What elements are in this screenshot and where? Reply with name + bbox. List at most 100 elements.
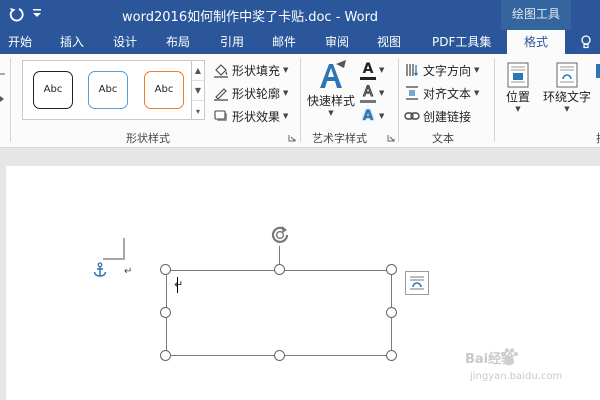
shape-styles-gallery: Abc Abc Abc (22, 60, 192, 120)
group-separator (398, 58, 399, 142)
text-effects-icon: A (362, 108, 374, 124)
resize-handle-bottom-left[interactable] (160, 350, 171, 361)
anchor-icon[interactable] (92, 262, 108, 278)
pen-outline-icon (214, 88, 228, 101)
dropdown-arrow-icon: ▼ (283, 66, 289, 74)
paint-bucket-icon (214, 64, 228, 78)
resize-handle-left[interactable] (160, 307, 171, 318)
tab-review[interactable]: 审阅 (325, 35, 350, 49)
shape-styles-group-label: 形状样式 (126, 132, 170, 145)
rotation-connector (279, 246, 280, 268)
dropdown-arrow-icon: ▼ (474, 89, 480, 97)
group-separator (300, 58, 301, 142)
dropdown-arrow-icon: ▼ (379, 112, 385, 120)
tab-format[interactable]: 格式 (507, 30, 565, 54)
shape-style-blue[interactable]: Abc (88, 71, 128, 109)
tab-mailings[interactable]: 邮件 (272, 35, 297, 49)
gallery-down-button[interactable]: ▼ (192, 81, 204, 101)
create-link-button[interactable]: 创建链接 (404, 106, 471, 126)
dropdown-arrow-icon: ▼ (328, 109, 334, 117)
undo-icon[interactable] (6, 4, 26, 24)
align-text-icon (406, 86, 418, 100)
text-cursor (177, 277, 178, 293)
customize-quick-access-icon[interactable] (32, 6, 42, 20)
ribbon: Abc Abc Abc ▲ ▼ ▾ 形状填充 ▼ 形状轮廓 ▼ 形状效果 ▼ 形… (0, 54, 600, 148)
tab-home[interactable]: 开始 (8, 35, 33, 49)
tab-pdf-tools[interactable]: PDF工具集 (432, 35, 492, 49)
text-direction-label: 文字方向 (423, 63, 472, 78)
dropdown-arrow-icon: ▼ (515, 105, 521, 113)
baidu-paw-icon (500, 348, 519, 366)
dialog-launcher-icon[interactable] (288, 134, 296, 142)
drawing-tools-context-title: 绘图工具 (501, 0, 571, 30)
document-page[interactable] (6, 166, 600, 400)
bring-forward-icon (596, 64, 600, 78)
gallery-up-button[interactable]: ▲ (192, 61, 204, 81)
text-group-label: 文本 (432, 132, 454, 145)
tab-references[interactable]: 引用 (220, 35, 245, 49)
shape-effects-label: 形状效果 (232, 109, 281, 124)
quick-styles-button[interactable]: 快速样式 ▼ (304, 60, 358, 117)
resize-handle-bottom[interactable] (274, 350, 285, 361)
quick-styles-label: 快速样式 (306, 94, 355, 108)
shape-effects-button[interactable]: 形状效果 ▼ (213, 106, 288, 126)
shape-style-black[interactable]: Abc (33, 71, 73, 109)
wrap-text-icon (556, 62, 578, 88)
layout-options-icon (410, 276, 424, 290)
text-box[interactable] (166, 270, 392, 356)
tab-insert[interactable]: 插入 (60, 35, 85, 49)
arrange-overflow-button[interactable] (594, 62, 600, 88)
ribbon-tabs: 开始 插入 设计 布局 引用 邮件 审阅 视图 PDF工具集 格式 (0, 30, 600, 54)
wordart-group-label: 艺术字样式 (312, 132, 367, 145)
text-outline-button[interactable]: A ▼ (360, 83, 384, 103)
wrap-text-label: 环绕文字 (542, 90, 591, 104)
group-separator (10, 58, 11, 142)
dropdown-arrow-icon: ▼ (379, 66, 385, 74)
text-fill-icon: A (360, 61, 376, 80)
dropdown-arrow-icon: ▼ (379, 89, 385, 97)
watermark-url: jingyan.baidu.com (470, 371, 563, 382)
gallery-scroll: ▲ ▼ ▾ (192, 60, 205, 120)
resize-handle-top-left[interactable] (160, 264, 171, 275)
rotate-handle-icon[interactable] (269, 224, 291, 246)
align-text-button[interactable]: 对齐文本 ▼ (404, 83, 479, 103)
group-separator (494, 58, 495, 142)
shape-style-orange[interactable]: Abc (144, 71, 184, 109)
layout-options-button[interactable] (405, 271, 429, 295)
text-effects-button[interactable]: A ▼ (360, 106, 385, 126)
tab-layout[interactable]: 布局 (166, 35, 191, 49)
resize-handle-top[interactable] (274, 264, 285, 275)
resize-handle-top-right[interactable] (386, 264, 397, 275)
text-direction-button[interactable]: 文字方向 ▼ (404, 60, 479, 80)
resize-handle-bottom-right[interactable] (386, 350, 397, 361)
margin-corner-mark (103, 258, 125, 260)
text-direction-icon (406, 64, 419, 77)
dropdown-arrow-icon: ▼ (564, 105, 570, 113)
textbox-paragraph-mark: ↵ (174, 278, 184, 291)
title-bar: word2016如何制作中奖了卡贴.doc - Word 绘图工具 (0, 0, 600, 30)
shape-fill-button[interactable]: 形状填充 ▼ (213, 60, 288, 80)
position-button[interactable]: 位置 ▼ (500, 62, 536, 113)
tab-design[interactable]: 设计 (113, 35, 138, 49)
margin-corner-mark (123, 238, 125, 260)
shape-outline-label: 形状轮廓 (232, 86, 281, 101)
paragraph-mark: ↵ (124, 266, 133, 277)
dialog-launcher-icon[interactable] (387, 134, 395, 142)
wrap-text-button[interactable]: 环绕文字 ▼ (539, 62, 595, 113)
dropdown-arrow-icon: ▼ (283, 89, 289, 97)
dropdown-arrow-icon: ▼ (283, 112, 289, 120)
resize-handle-right[interactable] (386, 307, 397, 318)
dropdown-arrow-icon: ▼ (474, 66, 480, 74)
shape-effects-icon (214, 110, 227, 121)
position-label: 位置 (505, 90, 530, 104)
shape-outline-button[interactable]: 形状轮廓 ▼ (213, 83, 288, 103)
tab-view[interactable]: 视图 (377, 35, 402, 49)
insert-shapes-stub[interactable] (0, 66, 6, 106)
gallery-more-button[interactable]: ▾ (195, 106, 200, 116)
arrange-group-label: 排 (596, 130, 600, 146)
lightbulb-icon[interactable] (580, 35, 592, 49)
create-link-label: 创建链接 (423, 109, 472, 124)
text-fill-button[interactable]: A ▼ (360, 60, 384, 80)
shape-fill-label: 形状填充 (232, 63, 281, 78)
position-icon (507, 62, 529, 88)
